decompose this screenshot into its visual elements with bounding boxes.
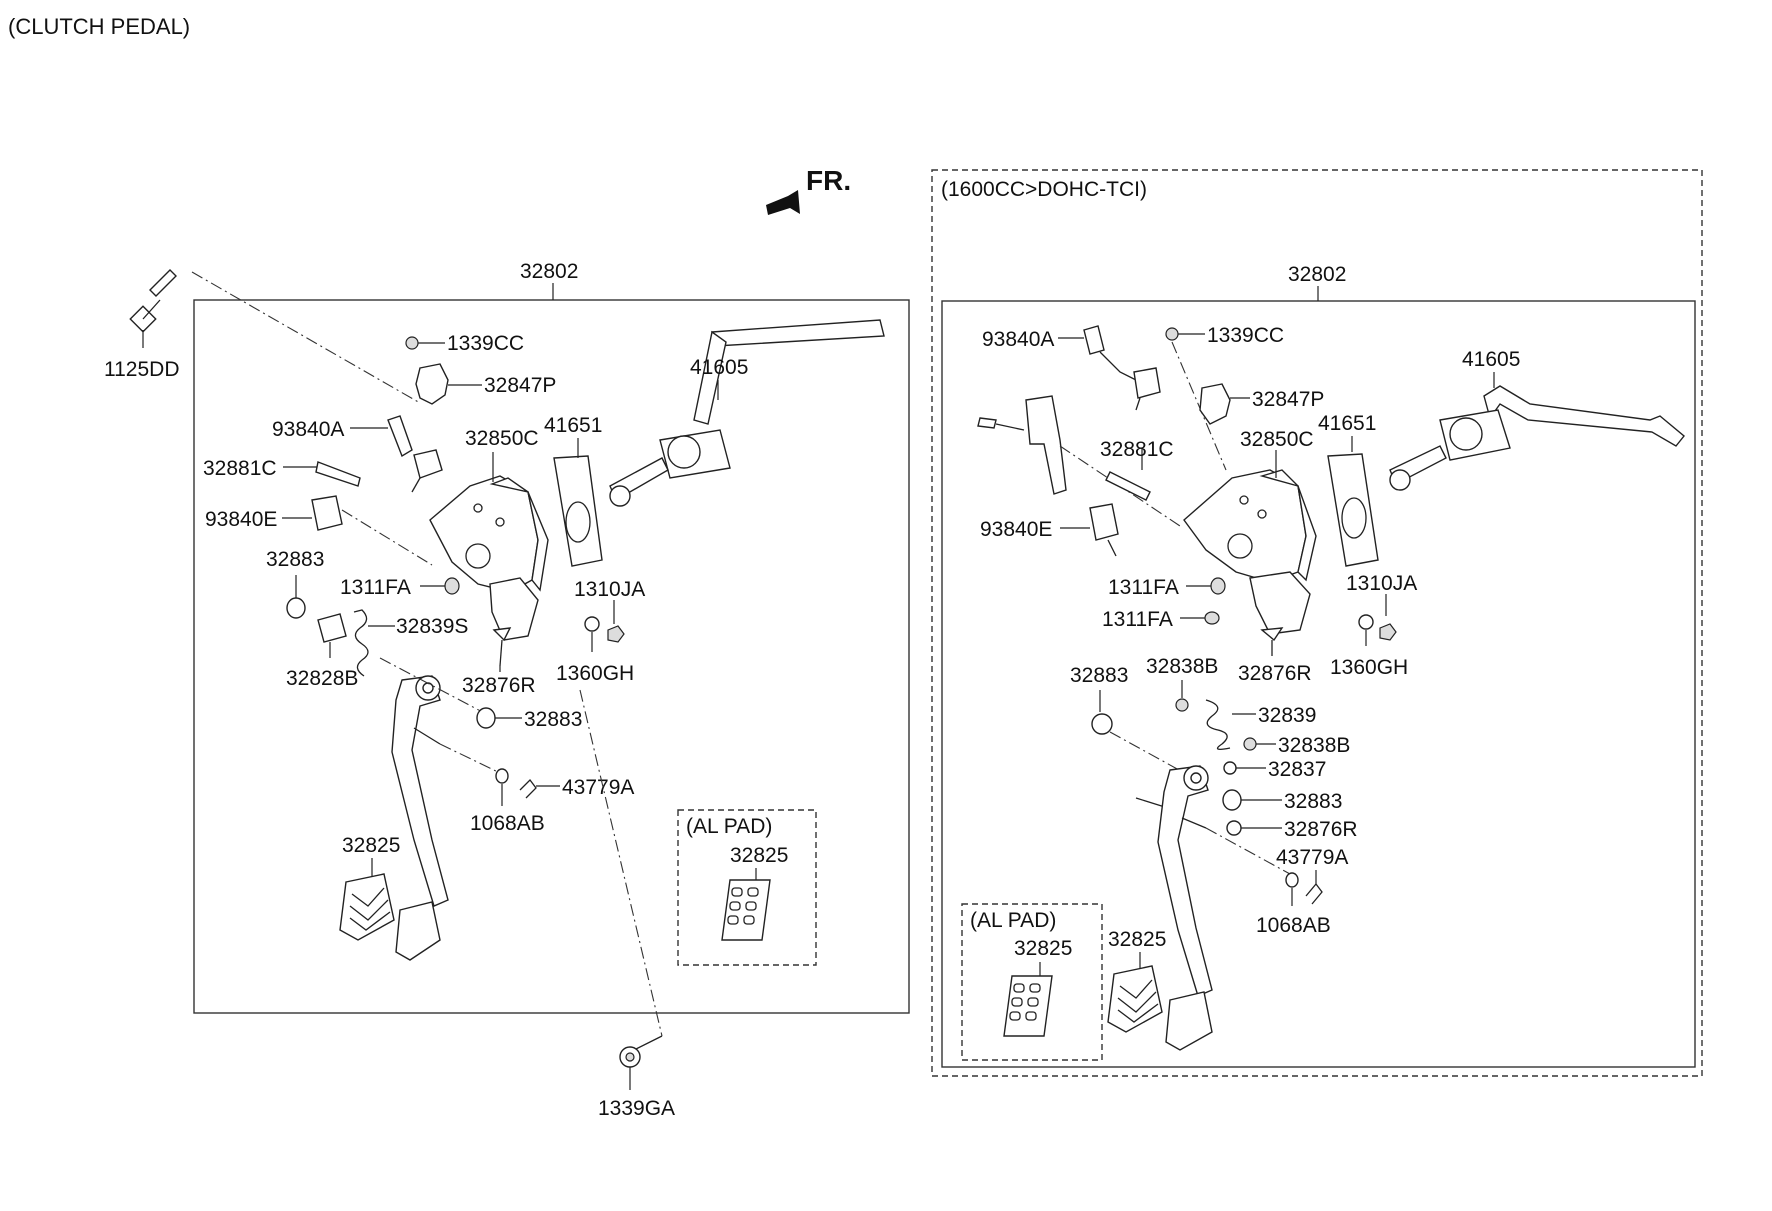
clutch-pedal-arm-right	[1135, 765, 1291, 997]
part-label-93840A: 93840A	[272, 418, 344, 441]
bolt-1125DD	[129, 269, 177, 348]
al-pad-label-left: (AL PAD)	[686, 815, 772, 838]
al-pad-label-right: (AL PAD)	[970, 909, 1056, 932]
part-label-93840E: 93840E	[205, 508, 277, 531]
part-label-93840A-right: 93840A	[982, 328, 1054, 351]
part-label-1360GH: 1360GH	[556, 662, 634, 685]
part-label-32883-right-b: 32883	[1284, 790, 1342, 813]
variant-label: (1600CC>DOHC-TCI)	[941, 178, 1147, 201]
variant-outer-frame	[931, 169, 1703, 1077]
part-label-1339CC: 1339CC	[447, 332, 524, 355]
right-assembly-number: 32802	[1288, 263, 1346, 286]
part-label-1360GH-right: 1360GH	[1330, 656, 1408, 679]
part-label-32828B: 32828B	[286, 667, 358, 690]
left-assembly-frame	[193, 299, 910, 1014]
part-label-41605: 41605	[690, 356, 748, 379]
part-label-1311FA-right-a: 1311FA	[1108, 576, 1179, 599]
part-label-1310JA-right: 1310JA	[1346, 572, 1417, 595]
part-label-43779A-right: 43779A	[1276, 846, 1348, 869]
front-direction-label: FR.	[806, 165, 851, 196]
part-label-32883-lower: 32883	[524, 708, 582, 731]
part-label-32825-right: 32825	[1108, 928, 1166, 951]
al-pad-part-left: 32825	[730, 844, 788, 867]
part-label-93840E-right: 93840E	[980, 518, 1052, 541]
al-pad-inset-left: (AL PAD) 32825	[677, 809, 817, 966]
part-label-32847P-right: 32847P	[1252, 388, 1324, 411]
part-label-1339CC-right: 1339CC	[1207, 324, 1284, 347]
part-label-32876R-right-b: 32876R	[1284, 818, 1358, 841]
part-label-32825-left: 32825	[342, 834, 400, 857]
part-label-32883-right-a: 32883	[1070, 664, 1128, 687]
master-cylinder-41605	[609, 319, 885, 507]
pedal-pad-32825-right	[1107, 965, 1213, 1051]
part-label-32881C: 32881C	[203, 457, 277, 480]
pedal-bracket-32850C-right	[1183, 469, 1317, 635]
part-label-41651: 41651	[544, 414, 602, 437]
part-label-32839-right: 32839	[1258, 704, 1316, 727]
pedal-pad-32825-left	[339, 873, 441, 961]
front-direction-indicator: FR.	[766, 165, 851, 215]
clutch-pedal-arm-left	[379, 657, 499, 907]
part-label-1125DD: 1125DD	[104, 358, 180, 381]
right-variant-panel: (1600CC>DOHC-TCI) 32802 93840A 1339CC 32…	[931, 169, 1703, 1077]
al-pad-part-right: 32825	[1014, 937, 1072, 960]
left-assembly-number: 32802	[520, 260, 578, 283]
part-label-1311FA-right-b: 1311FA	[1102, 608, 1173, 631]
part-label-32838B-right-a: 32838B	[1146, 655, 1218, 678]
part-label-1339GA: 1339GA	[598, 1097, 675, 1120]
part-label-32876R-left: 32876R	[462, 674, 536, 697]
pedal-bracket-32850C	[429, 475, 549, 641]
part-label-41651-right: 41651	[1318, 412, 1376, 435]
al-pad-inset-right: (AL PAD) 32825	[961, 903, 1103, 1061]
part-label-32876R-right-a: 32876R	[1238, 662, 1312, 685]
part-label-1068AB-right: 1068AB	[1256, 914, 1331, 937]
part-label-32838B-right-b: 32838B	[1278, 734, 1350, 757]
part-label-32847P: 32847P	[484, 374, 556, 397]
al-pad-frame-left	[677, 809, 817, 966]
left-assembly-panel: 32802 1125DD 1339CC 32847P 93840A 32881C	[104, 260, 910, 1120]
part-label-32839S: 32839S	[396, 615, 468, 638]
part-label-32850C: 32850C	[465, 427, 539, 450]
part-label-32837-right: 32837	[1268, 758, 1326, 781]
part-label-32883-upper: 32883	[266, 548, 324, 571]
part-label-41605-right: 41605	[1462, 348, 1520, 371]
part-label-1311FA: 1311FA	[340, 576, 411, 599]
part-label-1310JA: 1310JA	[574, 578, 645, 601]
front-arrow-icon	[766, 190, 800, 215]
part-label-32881C-right: 32881C	[1100, 438, 1174, 461]
part-label-1068AB: 1068AB	[470, 812, 545, 835]
master-cylinder-41605-right	[1389, 385, 1685, 491]
part-label-32850C-right: 32850C	[1240, 428, 1314, 451]
diagram-title: (CLUTCH PEDAL)	[8, 14, 190, 39]
al-pad-frame-right	[961, 903, 1103, 1061]
part-label-43779A: 43779A	[562, 776, 634, 799]
